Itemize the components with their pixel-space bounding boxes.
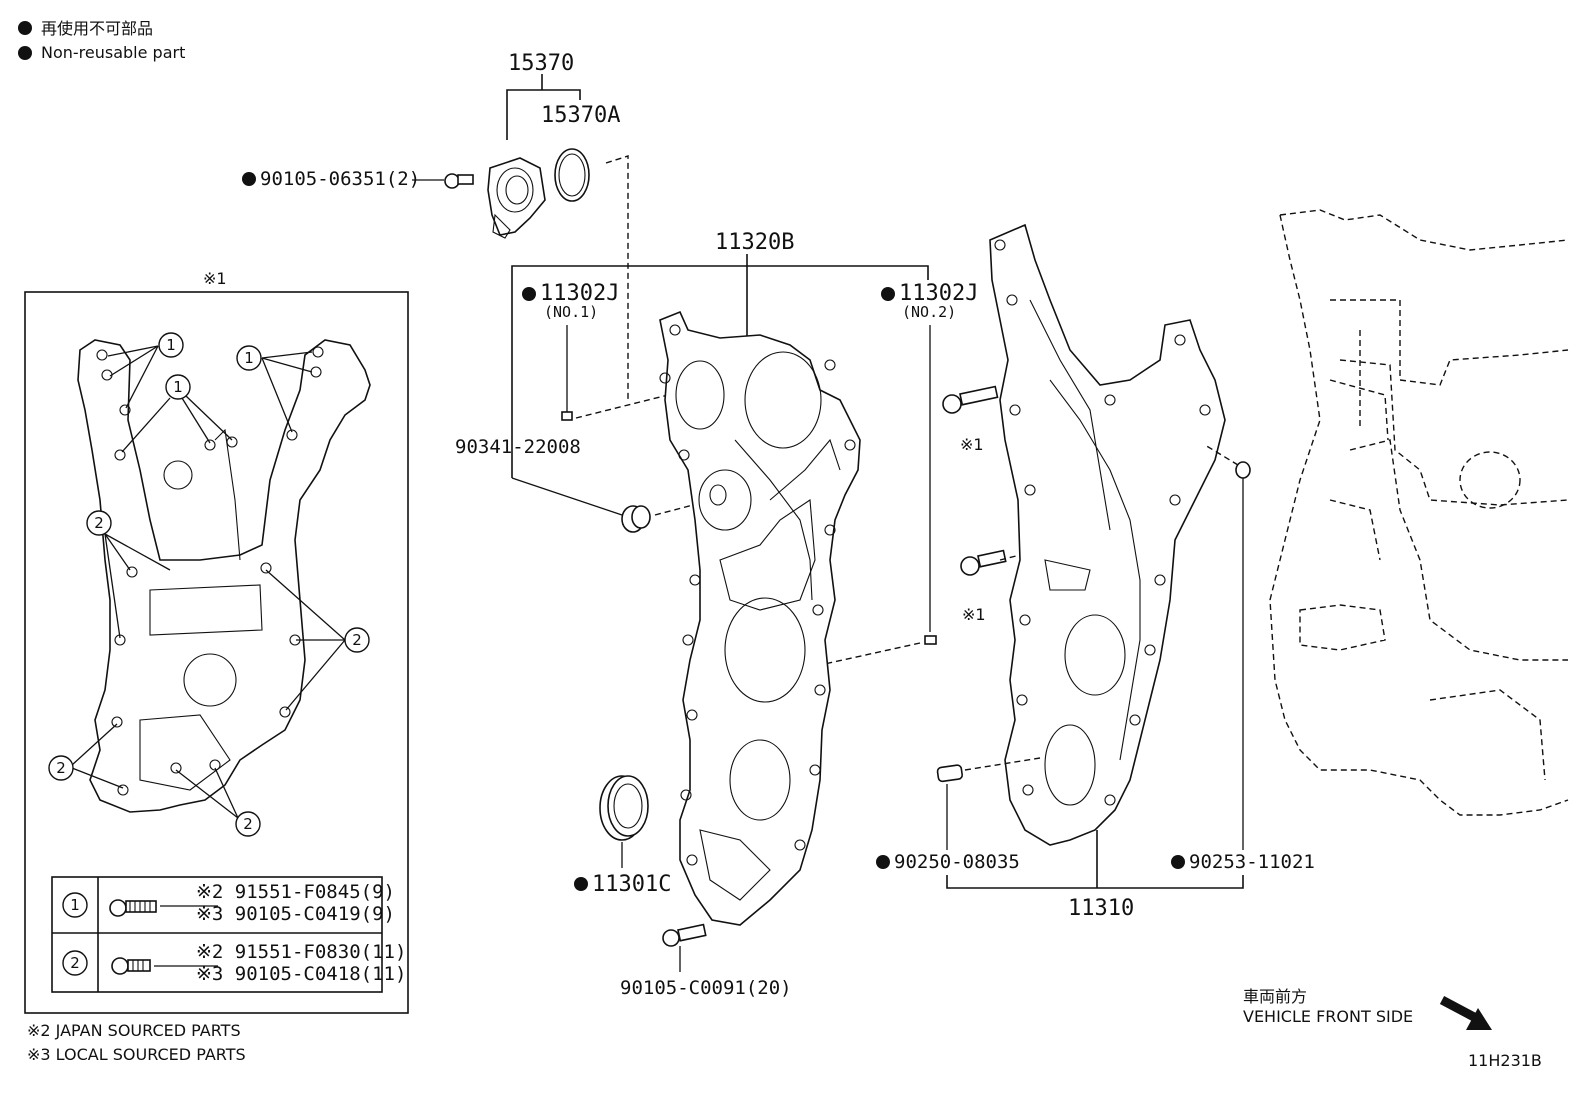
callout-1-label: 1 — [244, 349, 254, 367]
legend-japanese: 再使用不可部品 — [41, 19, 153, 38]
inset-cover-drawing — [77, 339, 371, 813]
note-japan-sourced: ※2 JAPAN SOURCED PARTS — [27, 1021, 241, 1040]
idler-opening — [724, 597, 806, 703]
case-opening — [1044, 724, 1096, 806]
o-ring-part — [554, 148, 590, 202]
row1-number: 1 — [70, 896, 80, 914]
pin-part — [924, 635, 937, 645]
direction-japanese: 車両前方 — [1243, 987, 1307, 1006]
inset-callouts-1: 1 1 1 — [107, 332, 313, 453]
row1-part-b: ※3 90105-C0419(9) — [196, 903, 395, 925]
ref-note-1b: ※1 — [962, 605, 986, 624]
timing-cover-11320B — [659, 310, 861, 926]
non-reusable-dot-icon — [18, 21, 32, 35]
row1-number-circle — [62, 892, 88, 918]
oil-seal-part — [599, 775, 649, 841]
label-90105-C0091: 90105-C0091(20) — [620, 977, 792, 999]
pin-part — [561, 411, 573, 421]
vehicle-front-indicator: 車両前方 VEHICLE FRONT SIDE — [1243, 987, 1492, 1030]
callout-2-label: 2 — [243, 815, 253, 833]
legend-english: Non-reusable part — [41, 43, 185, 62]
non-reusable-dot-icon — [881, 287, 895, 301]
timing-case-11310 — [989, 223, 1226, 846]
label-90250-08035: 90250-08035 — [894, 851, 1020, 873]
bolt-icon — [109, 899, 157, 917]
figure-id: 11H231B — [1468, 1051, 1542, 1070]
inset-panel: ※1 1 1 — [24, 269, 409, 1014]
label-15370A: 15370A — [541, 103, 620, 128]
label-11302J-no1: 11302J — [540, 281, 619, 306]
callout-2-label: 2 — [352, 631, 362, 649]
row2-part-b: ※3 90105-C0418(11) — [196, 963, 406, 985]
label-11310: 11310 — [1068, 896, 1134, 921]
label-90341-22008: 90341-22008 — [455, 436, 581, 458]
inset-bore — [163, 460, 193, 490]
legend: 再使用不可部品 Non-reusable part — [18, 19, 185, 62]
inset-bolt-holes — [96, 346, 324, 796]
label-15370: 15370 — [508, 51, 574, 76]
pin-part — [936, 764, 963, 783]
inset-window — [139, 714, 231, 791]
label-11302J-no2-sub: (NO.2) — [902, 303, 956, 321]
bolt-icon — [960, 549, 1007, 576]
cover-bolt-holes — [659, 324, 856, 866]
engine-block-reference — [1269, 209, 1569, 816]
dash-guide — [819, 642, 921, 666]
label-11301C: 11301C — [592, 872, 671, 897]
bolt-icon — [942, 385, 999, 414]
callout-1-label: 1 — [166, 336, 176, 354]
row2-part-a: ※2 91551-F0830(11) — [196, 941, 406, 963]
label-11302J-no2: 11302J — [899, 281, 978, 306]
dash-guide — [605, 155, 629, 400]
dash-guide — [964, 757, 1041, 771]
non-reusable-dot-icon — [18, 46, 32, 60]
case-bolt-holes — [994, 239, 1211, 806]
inset-frame — [24, 291, 409, 1014]
cam-opening — [675, 360, 725, 430]
direction-english: VEHICLE FRONT SIDE — [1243, 1007, 1413, 1026]
label-11320B: 11320B — [715, 230, 794, 255]
non-reusable-dot-icon — [522, 287, 536, 301]
inset-bore — [183, 653, 237, 707]
bolt-icon — [111, 957, 151, 975]
non-reusable-dot-icon — [876, 855, 890, 869]
bolt-icon — [662, 923, 707, 947]
callout-1-label: 1 — [173, 378, 183, 396]
ref-note-1a: ※1 — [960, 435, 984, 454]
plug-part — [621, 505, 651, 533]
inset-callouts-2: 2 2 2 2 — [48, 510, 370, 837]
inset-window — [149, 584, 263, 636]
arrow-down-right-icon — [1439, 996, 1492, 1030]
crank-opening — [729, 739, 791, 821]
non-reusable-dot-icon — [574, 877, 588, 891]
callout-2-label: 2 — [56, 759, 66, 777]
case-opening — [1064, 614, 1126, 696]
bolt-icon — [444, 173, 474, 189]
cam-opening — [744, 351, 822, 449]
non-reusable-dot-icon — [242, 172, 256, 186]
callout-2-label: 2 — [94, 514, 104, 532]
row2-number-circle — [62, 950, 88, 976]
label-11302J-no1-sub: (NO.1) — [544, 303, 598, 321]
row1-part-a: ※2 91551-F0845(9) — [196, 881, 395, 903]
group-15370: 15370 15370A 90105-06351(2) — [242, 51, 629, 400]
label-90253-11021: 90253-11021 — [1189, 851, 1315, 873]
bearing-part — [487, 157, 546, 239]
note-local-sourced: ※3 LOCAL SOURCED PARTS — [27, 1045, 246, 1064]
label-90105-06351: 90105-06351(2) — [260, 168, 420, 190]
bolt-table: 1 ※2 91551-F0845(9) ※3 90105-C0419(9) 2 — [51, 876, 406, 993]
inset-title: ※1 — [203, 269, 227, 288]
dash-guide — [575, 383, 713, 419]
row2-number: 2 — [70, 954, 80, 972]
group-11320B: 11320B 11302J (NO.1) 11302J (NO.2) 90341… — [455, 230, 978, 999]
pin-part — [1235, 461, 1251, 479]
inset-rib — [214, 428, 241, 561]
o-ring-inner — [558, 153, 586, 197]
non-reusable-dot-icon — [1171, 855, 1185, 869]
dash-guide — [1204, 444, 1239, 466]
group-11310: ※1 ※1 90250-080 — [876, 223, 1315, 921]
pump-opening — [698, 469, 752, 531]
